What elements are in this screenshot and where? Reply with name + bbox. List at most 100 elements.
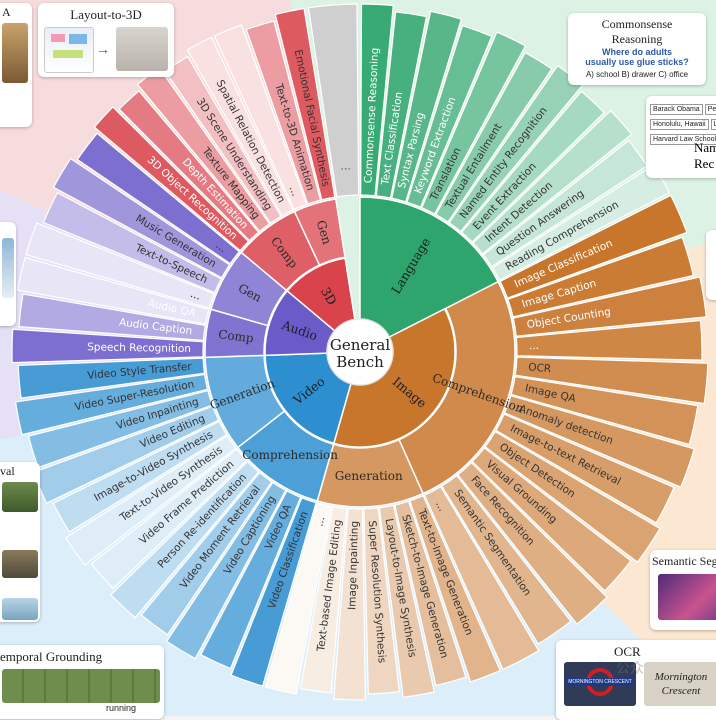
panel-layout-to-3d: Layout-to-3D → bbox=[38, 3, 174, 77]
task-petal bbox=[274, 7, 336, 201]
task-label: ... bbox=[286, 184, 301, 198]
task-petal bbox=[360, 3, 394, 197]
task-petal bbox=[64, 434, 237, 566]
task-petal bbox=[11, 328, 204, 364]
group-label: Generation bbox=[335, 469, 403, 483]
commonsense-title-line1: Commonsense bbox=[601, 17, 673, 31]
task-petal bbox=[499, 194, 688, 299]
task-petal bbox=[18, 293, 206, 342]
ner-entity: Barack Obama bbox=[650, 104, 703, 115]
task-label: ... bbox=[313, 515, 327, 527]
panel-semantic-segmentation: Semantic Seg bbox=[650, 550, 716, 630]
task-petal bbox=[471, 447, 632, 592]
group-label: Gen bbox=[314, 219, 335, 247]
panel-commonsense-reasoning: Commonsense Reasoning Where do adults us… bbox=[568, 13, 706, 85]
room-photo-image bbox=[2, 23, 28, 83]
watermark-text: 公众 bbox=[616, 662, 644, 677]
panel-left-mid bbox=[0, 222, 16, 326]
ocr-word-image: Mornington Crescent bbox=[644, 662, 716, 706]
task-petal bbox=[90, 448, 248, 590]
task-petal bbox=[495, 413, 675, 524]
panel-right-mid bbox=[706, 230, 716, 300]
panel-left-bottom-title: val bbox=[0, 464, 15, 478]
layout-sketch-image bbox=[44, 27, 94, 73]
task-petal bbox=[299, 505, 348, 694]
ner-entity-list: Barack ObamaPersonHonolulu, HawaiiLocati… bbox=[650, 104, 716, 149]
arrow-icon: → bbox=[96, 43, 110, 58]
ner-title-line2: Rec bbox=[694, 156, 715, 171]
task-petal bbox=[482, 139, 648, 268]
task-petal bbox=[512, 276, 707, 337]
ocr-title: OCR bbox=[614, 644, 641, 659]
task-petal bbox=[27, 389, 214, 469]
task-petal bbox=[510, 375, 699, 446]
task-petal bbox=[14, 373, 209, 436]
task-petal bbox=[230, 497, 317, 687]
ner-entity: Harvard Law School bbox=[650, 134, 716, 145]
rendered-3d-room-image bbox=[116, 27, 168, 71]
task-petal bbox=[363, 507, 401, 695]
task-label: ... bbox=[529, 340, 539, 352]
video-frame-image-1 bbox=[2, 482, 38, 512]
group-label: Comprehension bbox=[242, 448, 338, 462]
task-petal bbox=[333, 507, 367, 701]
task-petal bbox=[118, 90, 260, 242]
panel-left-top-title: A bbox=[2, 5, 11, 19]
task-petal bbox=[109, 460, 260, 619]
task-petal bbox=[42, 191, 222, 294]
task-petal bbox=[507, 236, 695, 318]
task-petal bbox=[52, 157, 231, 279]
task-petal bbox=[93, 106, 250, 252]
commonsense-question-line1: Where do adults bbox=[601, 47, 672, 57]
ocr-sign-text: MORNINGTON CRESCENT bbox=[566, 678, 634, 686]
video-frame-image-3 bbox=[2, 598, 38, 620]
ner-row: Honolulu, HawaiiLocation bbox=[650, 119, 716, 130]
semseg-title: Semantic Seg bbox=[652, 554, 716, 568]
ner-row: Harvard Law SchoolOrg bbox=[650, 134, 716, 145]
task-petal bbox=[448, 64, 584, 233]
commonsense-title-line2: Reasoning bbox=[611, 32, 663, 46]
panel-named-entity-recognition: Barack ObamaPersonHonolulu, HawaiiLocati… bbox=[646, 96, 716, 178]
ocr-word1: Mornington bbox=[654, 671, 708, 683]
task-petal bbox=[140, 471, 273, 636]
task-petal bbox=[440, 474, 572, 645]
video-frame-image-2 bbox=[2, 550, 38, 578]
task-petal bbox=[435, 51, 553, 223]
task-petal bbox=[460, 90, 606, 243]
task-label: Image Inpainting bbox=[346, 521, 361, 610]
task-petal bbox=[375, 11, 428, 199]
group-segment bbox=[293, 198, 346, 266]
task-petal bbox=[420, 31, 527, 215]
task-petal bbox=[514, 356, 709, 405]
task-petal bbox=[391, 10, 463, 203]
task-petal bbox=[25, 222, 215, 309]
task-petal bbox=[406, 24, 493, 208]
task-petal bbox=[472, 109, 633, 255]
commonsense-question-line2: usually use glue sticks? bbox=[585, 57, 689, 67]
task-petal bbox=[199, 490, 302, 670]
group-segment bbox=[398, 280, 516, 495]
panel-ocr: OCR MORNINGTON CRESCENT Mornington Cresc… bbox=[556, 640, 716, 720]
task-petal bbox=[245, 20, 322, 205]
ner-tag: Person bbox=[704, 104, 716, 115]
panel-left-top: A bbox=[0, 3, 32, 127]
center-hub bbox=[326, 318, 394, 386]
task-petal bbox=[423, 485, 540, 671]
commonsense-options: A) school B) drawer C) office bbox=[585, 70, 689, 79]
panel-temporal-grounding: emporal Grounding running bbox=[0, 645, 164, 719]
audio-thumbnail-image bbox=[2, 238, 14, 298]
task-petal bbox=[76, 132, 241, 265]
task-petal bbox=[409, 494, 501, 683]
task-petal bbox=[17, 357, 206, 399]
task-petal bbox=[457, 461, 608, 625]
task-petal bbox=[16, 256, 210, 325]
task-petal bbox=[213, 24, 308, 211]
temporal-label: running bbox=[106, 703, 137, 713]
task-label: ... bbox=[433, 499, 448, 513]
task-petal bbox=[484, 430, 661, 563]
panel-layout-to-3d-title: Layout-to-3D bbox=[70, 7, 142, 22]
ner-entity: Honolulu, Hawaii bbox=[650, 119, 709, 130]
task-label: ... bbox=[189, 288, 202, 303]
ner-tag: Location bbox=[710, 119, 716, 130]
